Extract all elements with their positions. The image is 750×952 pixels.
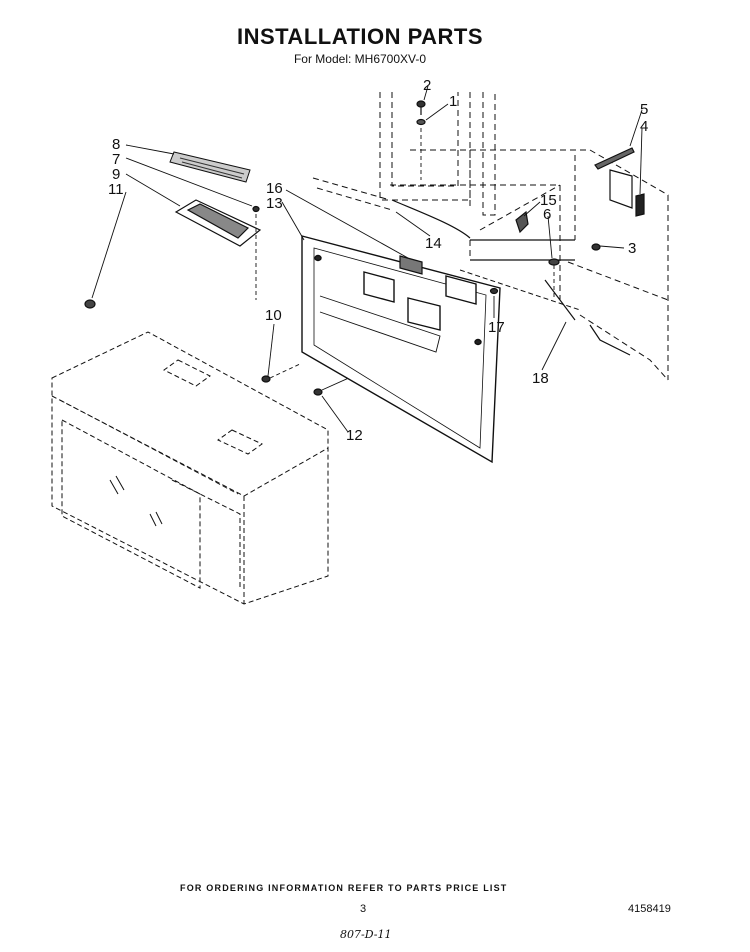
callout-7: 7 [112, 151, 120, 168]
callout-2: 2 [423, 77, 431, 94]
microwave-window-marks [109, 475, 163, 527]
document-number: 4158419 [628, 903, 671, 915]
callout-11: 11 [108, 181, 124, 198]
callout-15: 15 [540, 192, 557, 209]
microwave-oven-outline [51, 331, 329, 605]
part-8-filter [169, 151, 251, 183]
callout-5: 5 [640, 101, 648, 118]
part-3-screw [591, 243, 601, 251]
model-subtitle: For Model: MH6700XV-0 [293, 52, 427, 66]
callout-17: 17 [488, 319, 505, 336]
wall-cabinet-outline [312, 92, 669, 381]
part-15-clip [515, 210, 529, 234]
callout-9: 9 [112, 166, 120, 183]
callout-10: 10 [265, 307, 282, 324]
callout-12: 12 [346, 427, 363, 444]
part-5-clip [594, 147, 635, 170]
callout-3: 3 [628, 240, 636, 257]
part-9-vent-frame [174, 199, 262, 247]
part-2-screw [416, 100, 426, 115]
page-number: 3 [360, 903, 367, 915]
part-6-washer [548, 258, 560, 300]
ordering-note: FOR ORDERING INFORMATION REFER TO PARTS … [180, 883, 508, 893]
part-13-mounting-plate [301, 235, 501, 464]
callout-4: 4 [640, 118, 648, 135]
callout-16: 16 [266, 180, 283, 197]
callout-13: 13 [266, 195, 283, 212]
callout-8: 8 [112, 136, 120, 153]
part-4-bracket [635, 193, 645, 217]
callout-1: 1 [449, 93, 457, 110]
callout-6: 6 [543, 206, 551, 223]
diagram-title: INSTALLATION PARTS [236, 24, 484, 49]
part-11-nut [84, 299, 96, 309]
part-18-edge [459, 269, 581, 311]
part-10-screw [261, 363, 301, 383]
callout-14: 14 [425, 235, 442, 252]
leader-lines [91, 85, 643, 433]
part-16-damper [399, 255, 423, 275]
handwritten-mark: 807-D-11 [340, 928, 392, 941]
part-1-washer [416, 118, 426, 126]
part-7-screw [252, 205, 260, 300]
callout-18: 18 [532, 370, 549, 387]
callout-labels: 2 1 5 4 8 7 9 11 16 13 15 6 14 3 10 17 1… [108, 77, 648, 444]
part-17-screw [489, 287, 499, 295]
